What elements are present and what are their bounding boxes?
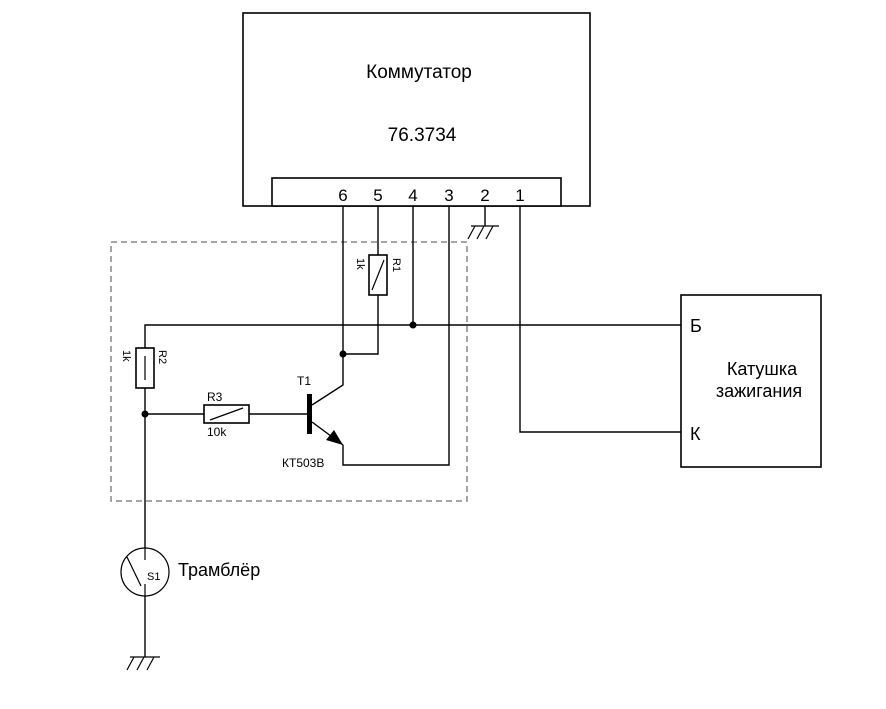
resistor-r3: R3 10k bbox=[203, 390, 250, 439]
transistor-t1-emitter-arrow bbox=[326, 430, 343, 445]
switch-s1: S1 Трамблёр bbox=[120, 547, 260, 597]
resistor-r2-value: 1k bbox=[120, 350, 132, 362]
wire-b-line bbox=[144, 324, 681, 348]
junction-base bbox=[141, 410, 149, 418]
resistor-r1-name: R1 bbox=[390, 258, 402, 272]
coil-terminal-b-label: Б bbox=[690, 316, 702, 336]
pin-label-4: 4 bbox=[408, 186, 417, 205]
transistor-t1-collector bbox=[311, 354, 344, 406]
distributor-label: Трамблёр bbox=[178, 560, 260, 580]
resistor-r3-value: 10k bbox=[207, 425, 227, 439]
wire-pin3-emitter bbox=[342, 206, 450, 466]
ignition-coil-title-line2: зажигания bbox=[716, 381, 802, 401]
pin-label-1: 1 bbox=[515, 186, 524, 205]
ground-symbol-pin2 bbox=[467, 225, 499, 240]
transistor-t1-name: T1 bbox=[297, 374, 311, 388]
wire-pin1-k bbox=[519, 206, 681, 433]
commutator-body bbox=[242, 12, 591, 207]
ignition-coil-title-line1: Катушка bbox=[727, 359, 798, 379]
wire-r1-to-collector bbox=[343, 295, 379, 355]
junction-pin4 bbox=[409, 321, 417, 329]
commutator-model: 76.3734 bbox=[388, 125, 457, 146]
resistor-r2: R2 1k bbox=[120, 347, 168, 389]
pin-label-6: 6 bbox=[338, 186, 347, 205]
commutator-block: Коммутатор 76.3734 6 5 4 3 2 1 bbox=[242, 12, 591, 207]
transistor-t1: T1 КТ503В bbox=[282, 354, 344, 470]
pin-label-5: 5 bbox=[373, 186, 382, 205]
transistor-t1-part: КТ503В bbox=[282, 456, 324, 470]
ground-symbol-switch bbox=[126, 656, 160, 671]
coil-terminal-k-label: К bbox=[690, 424, 701, 444]
resistor-r1-value: 1k bbox=[354, 258, 366, 270]
transistor-t1-base-bar bbox=[307, 394, 312, 434]
switch-s1-contact bbox=[126, 556, 142, 587]
pin-label-3: 3 bbox=[444, 186, 453, 205]
wiring bbox=[144, 206, 681, 657]
commutator-title: Коммутатор bbox=[366, 62, 472, 83]
resistor-r1: R1 1k bbox=[354, 254, 402, 296]
ignition-coil-body bbox=[680, 294, 822, 468]
commutator-connector bbox=[271, 177, 562, 207]
resistor-r3-name: R3 bbox=[207, 390, 223, 404]
pin-label-2: 2 bbox=[480, 186, 489, 205]
switch-s1-name: S1 bbox=[147, 571, 160, 583]
ignition-coil-block: Катушка зажигания Б К bbox=[680, 294, 822, 468]
resistor-r2-name: R2 bbox=[156, 350, 168, 364]
add-on-module-outline bbox=[110, 241, 468, 502]
